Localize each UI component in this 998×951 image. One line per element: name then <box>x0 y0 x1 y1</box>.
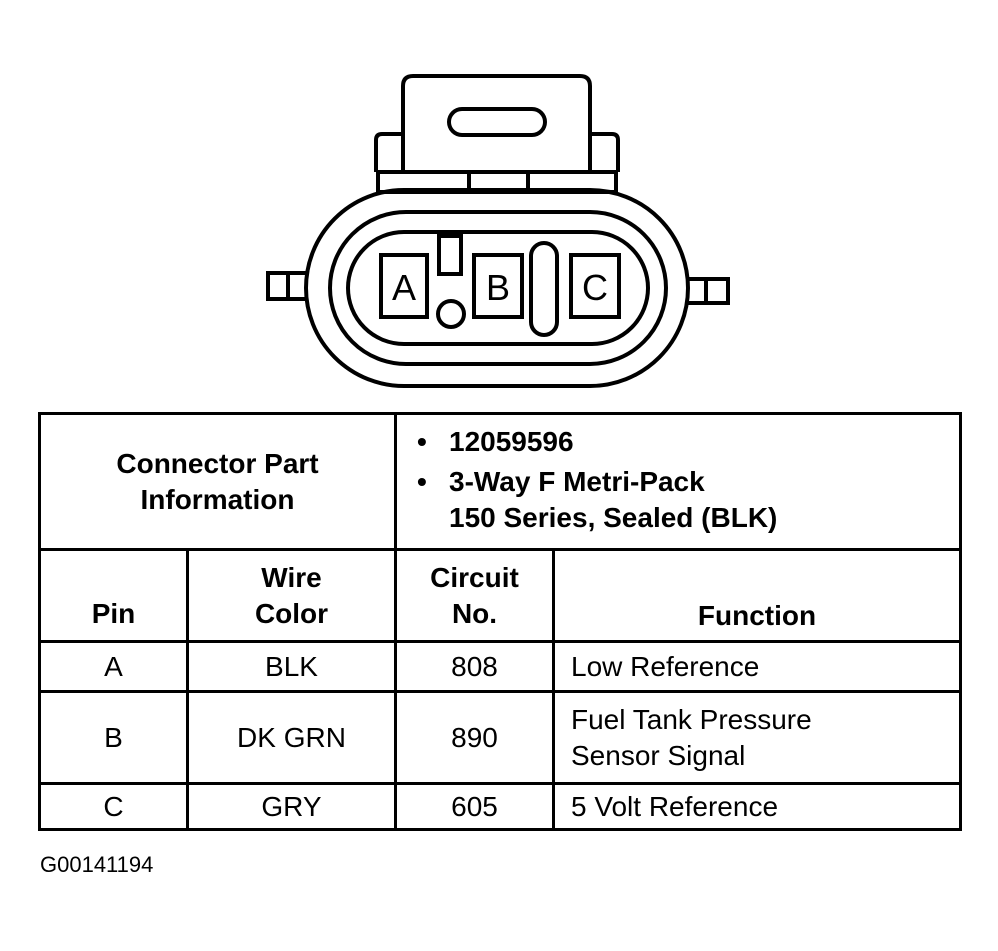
part-number: 12059596 <box>449 425 574 457</box>
header-row: Pin Wire Color Circuit No. Function <box>38 548 962 643</box>
part-info-label-line1: Connector Part <box>116 447 319 479</box>
table-row: A BLK 808 Low Reference <box>38 640 962 693</box>
pin-box-c <box>569 253 621 319</box>
header-circuit-line1: Circuit <box>430 562 519 593</box>
wire-color-cell: BLK <box>186 640 397 693</box>
part-info-item: • 12059596 <box>417 424 959 460</box>
function-line1: Fuel Tank Pressure <box>571 703 812 735</box>
pin-cell: C <box>38 782 189 831</box>
part-info-label-line2: Information <box>140 483 295 515</box>
header-circuit: Circuit No. <box>394 548 555 643</box>
tab-slot <box>447 107 547 137</box>
connector-diagram: A B C <box>266 74 730 388</box>
part-description-line2: 150 Series, Sealed (BLK) <box>449 501 778 533</box>
header-wire-color-line2: Color <box>254 598 329 629</box>
function-cell: Fuel Tank Pressure Sensor Signal <box>552 690 962 785</box>
function-line1: Low Reference <box>571 650 760 682</box>
function-line1: 5 Volt Reference <box>571 790 779 822</box>
locking-tab <box>401 74 592 172</box>
pin-label-c: C <box>582 267 608 308</box>
bullet: • <box>417 425 427 457</box>
pin-label-a: A <box>392 267 416 308</box>
bullet: • <box>417 465 427 497</box>
connector-body-outer <box>304 188 690 388</box>
header-circuit-line2: No. <box>451 598 498 629</box>
pin-cell: A <box>38 640 189 693</box>
part-info-item: • 3-Way F Metri-Pack 150 Series, Sealed … <box>417 464 959 536</box>
connector-face <box>346 230 650 346</box>
pin-cell: B <box>38 690 189 785</box>
key-circle <box>436 299 466 329</box>
pin-box-a <box>379 253 429 319</box>
function-line2: Sensor Signal <box>571 739 746 771</box>
circuit-cell: 605 <box>394 782 555 831</box>
table-row: C GRY 605 5 Volt Reference <box>38 782 962 831</box>
pin-label-b: B <box>486 267 510 308</box>
connector-body-inner <box>328 210 668 366</box>
connector-pin-table: Connector Part Information • 12059596 • … <box>38 412 962 831</box>
part-info-label: Connector Part Information <box>38 412 397 551</box>
function-cell: Low Reference <box>552 640 962 693</box>
part-info-row: Connector Part Information • 12059596 • … <box>38 412 962 551</box>
key-rect <box>437 234 463 276</box>
table-row: B DK GRN 890 Fuel Tank Pressure Sensor S… <box>38 690 962 785</box>
key-slot <box>529 241 559 337</box>
tab-shoulder-right <box>590 132 620 172</box>
part-description-line1: 3-Way F Metri-Pack <box>449 465 705 497</box>
header-pin: Pin <box>38 548 189 643</box>
wire-color-cell: GRY <box>186 782 397 831</box>
header-function: Function <box>552 548 962 643</box>
pin-box-b <box>472 253 524 319</box>
function-cell: 5 Volt Reference <box>552 782 962 831</box>
circuit-cell: 890 <box>394 690 555 785</box>
figure-reference-id: G00141194 <box>40 852 154 877</box>
header-wire-color: Wire Color <box>186 548 397 643</box>
header-wire-color-line1: Wire <box>261 562 322 593</box>
circuit-cell: 808 <box>394 640 555 693</box>
part-info-values: • 12059596 • 3-Way F Metri-Pack 150 Seri… <box>394 412 962 551</box>
tab-shoulder-left <box>374 132 403 172</box>
wire-color-cell: DK GRN <box>186 690 397 785</box>
